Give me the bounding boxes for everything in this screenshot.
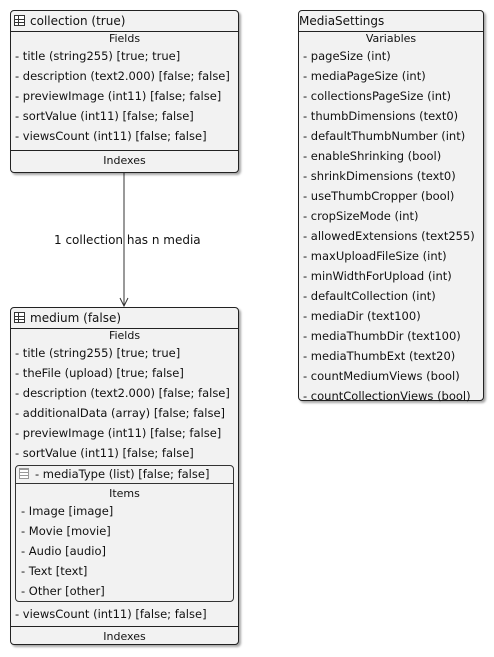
collection-title-bar: collection (true) bbox=[11, 11, 238, 32]
media-settings-entity[interactable]: MediaSettings Variables - pageSize (int)… bbox=[298, 10, 484, 403]
relation-label: 1 collection has n media bbox=[54, 233, 201, 247]
media-settings-variable: - maxUploadFileSize (int) bbox=[303, 249, 447, 263]
media-type-item: - Audio [audio] bbox=[21, 544, 106, 558]
media-settings-variable: - pageSize (int) bbox=[303, 49, 391, 63]
media-settings-variable: - allowedExtensions (text255) bbox=[303, 229, 475, 243]
medium-field: - sortValue (int11) [false; false] bbox=[15, 446, 194, 460]
collection-field: - viewsCount (int11) [false; false] bbox=[15, 129, 207, 143]
relation-arrowhead bbox=[119, 297, 129, 308]
collection-field: - description (text2.000) [false; false] bbox=[15, 69, 230, 83]
media-type-item: - Text [text] bbox=[21, 564, 88, 578]
medium-title: medium (false) bbox=[30, 311, 122, 325]
medium-field: - title (string255) [true; true] bbox=[15, 346, 181, 360]
medium-field: - viewsCount (int11) [false; false] bbox=[15, 607, 207, 621]
media-settings-title-bar: MediaSettings bbox=[299, 11, 483, 32]
media-settings-variables: - pageSize (int) - mediaPageSize (int) - c… bbox=[299, 46, 483, 406]
media-settings-variable: - defaultCollection (int) bbox=[303, 289, 436, 303]
medium-entity[interactable]: medium (false) Fields - title (string255… bbox=[10, 307, 239, 645]
media-settings-variable: - useThumbCropper (bool) bbox=[303, 189, 455, 203]
media-settings-variable: - cropSizeMode (int) bbox=[303, 209, 419, 223]
media-type-title-bar: - mediaType (list) [false; false] bbox=[16, 466, 233, 484]
medium-field: - additionalData (array) [false; false] bbox=[15, 406, 226, 420]
collection-field: - sortValue (int11) [false; false] bbox=[15, 109, 194, 123]
table-icon bbox=[14, 15, 25, 26]
table-icon bbox=[14, 312, 25, 323]
media-settings-variable: - mediaThumbDir (text100) bbox=[303, 329, 461, 343]
medium-title-bar: medium (false) bbox=[11, 308, 238, 329]
medium-indexes-label: Indexes bbox=[103, 630, 146, 643]
media-type-item: - Image [image] bbox=[21, 504, 114, 518]
media-settings-variable: - mediaThumbExt (text20) bbox=[303, 349, 456, 363]
medium-field: - previewImage (int11) [false; false] bbox=[15, 426, 222, 440]
medium-divider bbox=[11, 626, 238, 627]
collection-title: collection (true) bbox=[30, 14, 126, 28]
collection-field: - title (string255) [true; true] bbox=[15, 49, 181, 63]
media-settings-variable: - countCollectionViews (bool) bbox=[303, 389, 471, 403]
media-type-item: - Other [other] bbox=[21, 584, 105, 598]
media-type-item: - Movie [movie] bbox=[21, 524, 111, 538]
media-type-list[interactable]: - mediaType (list) [false; false] Items … bbox=[15, 465, 234, 602]
collection-divider bbox=[11, 150, 238, 151]
media-type-title: - mediaType (list) [false; false] bbox=[35, 467, 210, 481]
media-settings-variable: - thumbDimensions (text0) bbox=[303, 109, 459, 123]
medium-field: - theFile (upload) [true; false] bbox=[15, 366, 184, 380]
media-settings-title: MediaSettings bbox=[299, 14, 385, 28]
medium-fields-label: Fields bbox=[108, 329, 141, 342]
media-settings-variables-label: Variables bbox=[365, 32, 417, 45]
collection-fields-label: Fields bbox=[108, 32, 141, 45]
medium-field: - description (text2.000) [false; false] bbox=[15, 386, 230, 400]
collection-entity[interactable]: collection (true) Fields - title (string… bbox=[10, 10, 239, 173]
media-settings-variable: - minWidthForUpload (int) bbox=[303, 269, 452, 283]
collection-field: - previewImage (int11) [false; false] bbox=[15, 89, 222, 103]
media-settings-variable: - shrinkDimensions (text0) bbox=[303, 169, 456, 183]
media-settings-variable: - collectionsPageSize (int) bbox=[303, 89, 452, 103]
media-settings-variable: - mediaPageSize (int) bbox=[303, 69, 426, 83]
collection-indexes-label: Indexes bbox=[103, 154, 146, 167]
media-settings-variable: - defaultThumbNumber (int) bbox=[303, 129, 466, 143]
media-settings-variable: - enableShrinking (bool) bbox=[303, 149, 442, 163]
media-settings-variable: - mediaDir (text100) bbox=[303, 309, 421, 323]
media-settings-variable: - countMediumViews (bool) bbox=[303, 369, 460, 383]
media-type-items-label: Items bbox=[109, 487, 140, 500]
list-icon bbox=[19, 468, 29, 479]
